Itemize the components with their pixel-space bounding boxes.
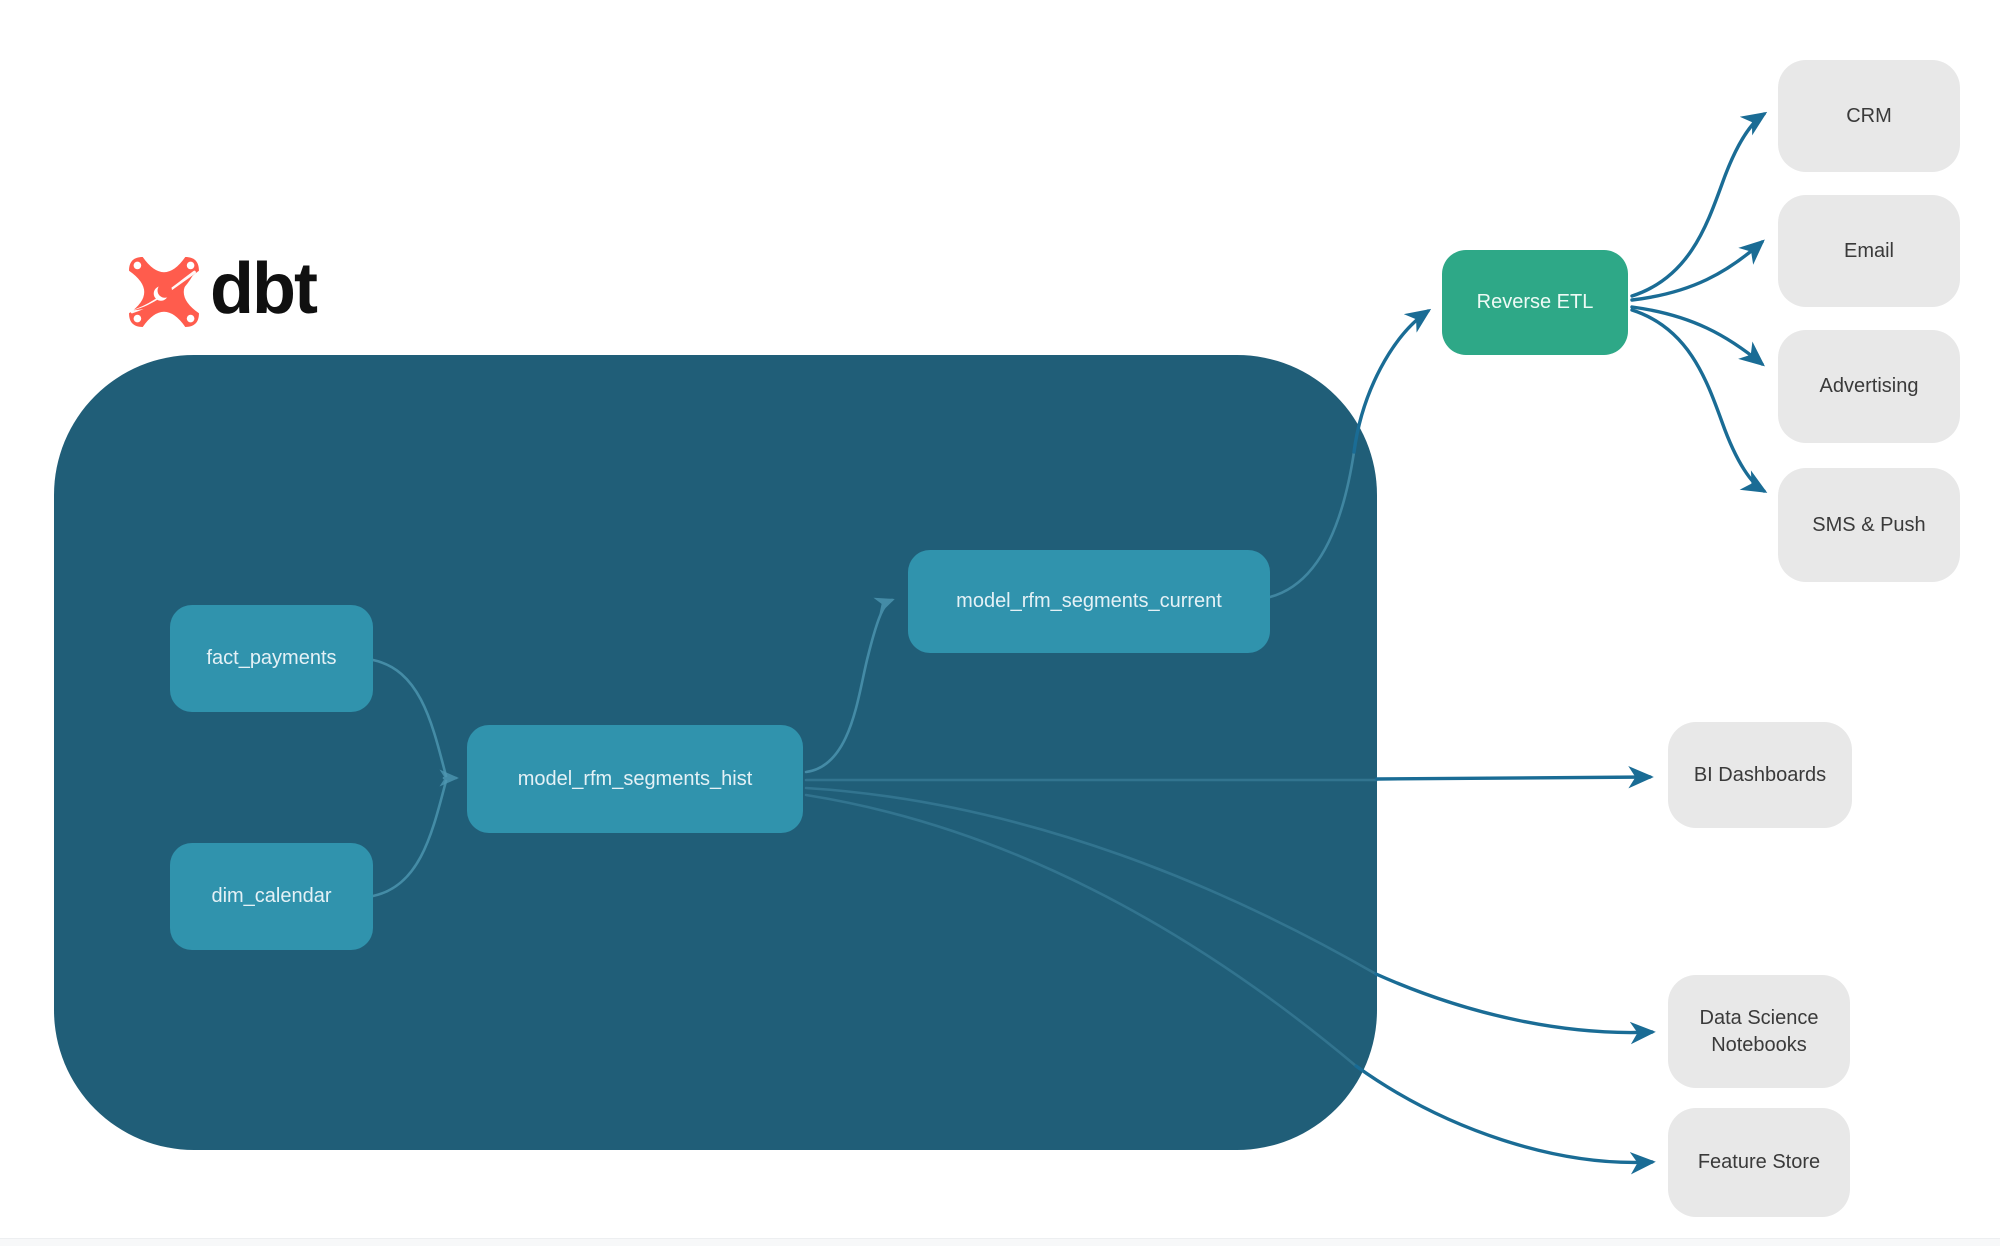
node-dim-calendar-label: dim_calendar: [211, 885, 332, 907]
node-fact-payments-label: fact_payments: [206, 647, 337, 669]
node-crm-label: CRM: [1846, 104, 1892, 127]
node-sms-push: SMS & Push: [1778, 468, 1960, 582]
node-data-science-notebooks-label: Data Science Notebooks: [1699, 1006, 1819, 1056]
node-email-label: Email: [1843, 239, 1894, 262]
node-bi-dashboards: BI Dashboards: [1668, 722, 1852, 828]
dbt-star-icon: [129, 257, 199, 327]
node-sms-push-label: SMS & Push: [1812, 513, 1926, 536]
edge-to-feature-store: [1354, 1064, 1656, 1175]
node-model-rfm-segments-current-label: model_rfm_segments_current: [956, 590, 1222, 612]
dbt-wordmark: dbt: [210, 249, 318, 329]
node-email: Email: [1778, 195, 1960, 307]
node-feature-store-label: Feature Store: [1697, 1151, 1821, 1173]
node-reverse-etl-label: Reverse ETL: [1476, 291, 1594, 313]
node-advertising: Advertising: [1778, 330, 1960, 443]
node-fact-payments: fact_payments: [170, 605, 373, 712]
bottom-divider: [0, 1238, 2000, 1246]
node-model-rfm-segments-hist-label: model_rfm_segments_hist: [517, 767, 753, 790]
edge-to-ds-notebooks: [1374, 972, 1656, 1045]
edge-to-reverse-etl: [1352, 308, 1432, 454]
node-dim-calendar: dim_calendar: [170, 843, 373, 950]
node-data-science-notebooks: Data Science Notebooks: [1668, 975, 1850, 1088]
edge-retl-to-email: [1630, 239, 1765, 302]
node-bi-dashboards-label: BI Dashboards: [1693, 763, 1827, 786]
edge-retl-to-advertising: [1630, 305, 1765, 367]
node-crm: CRM: [1778, 60, 1960, 172]
node-feature-store: Feature Store: [1668, 1108, 1850, 1217]
node-advertising-label: Advertising: [1819, 375, 1919, 397]
node-reverse-etl: Reverse ETL: [1442, 250, 1628, 355]
edge-hist-to-bi: [1375, 765, 1654, 789]
edge-retl-to-crm: [1630, 111, 1768, 298]
dbt-logo: dbt: [126, 249, 318, 332]
edge-retl-to-sms: [1630, 308, 1768, 493]
node-model-rfm-segments-current: model_rfm_segments_current: [908, 550, 1270, 653]
node-model-rfm-segments-hist: model_rfm_segments_hist: [467, 725, 803, 833]
